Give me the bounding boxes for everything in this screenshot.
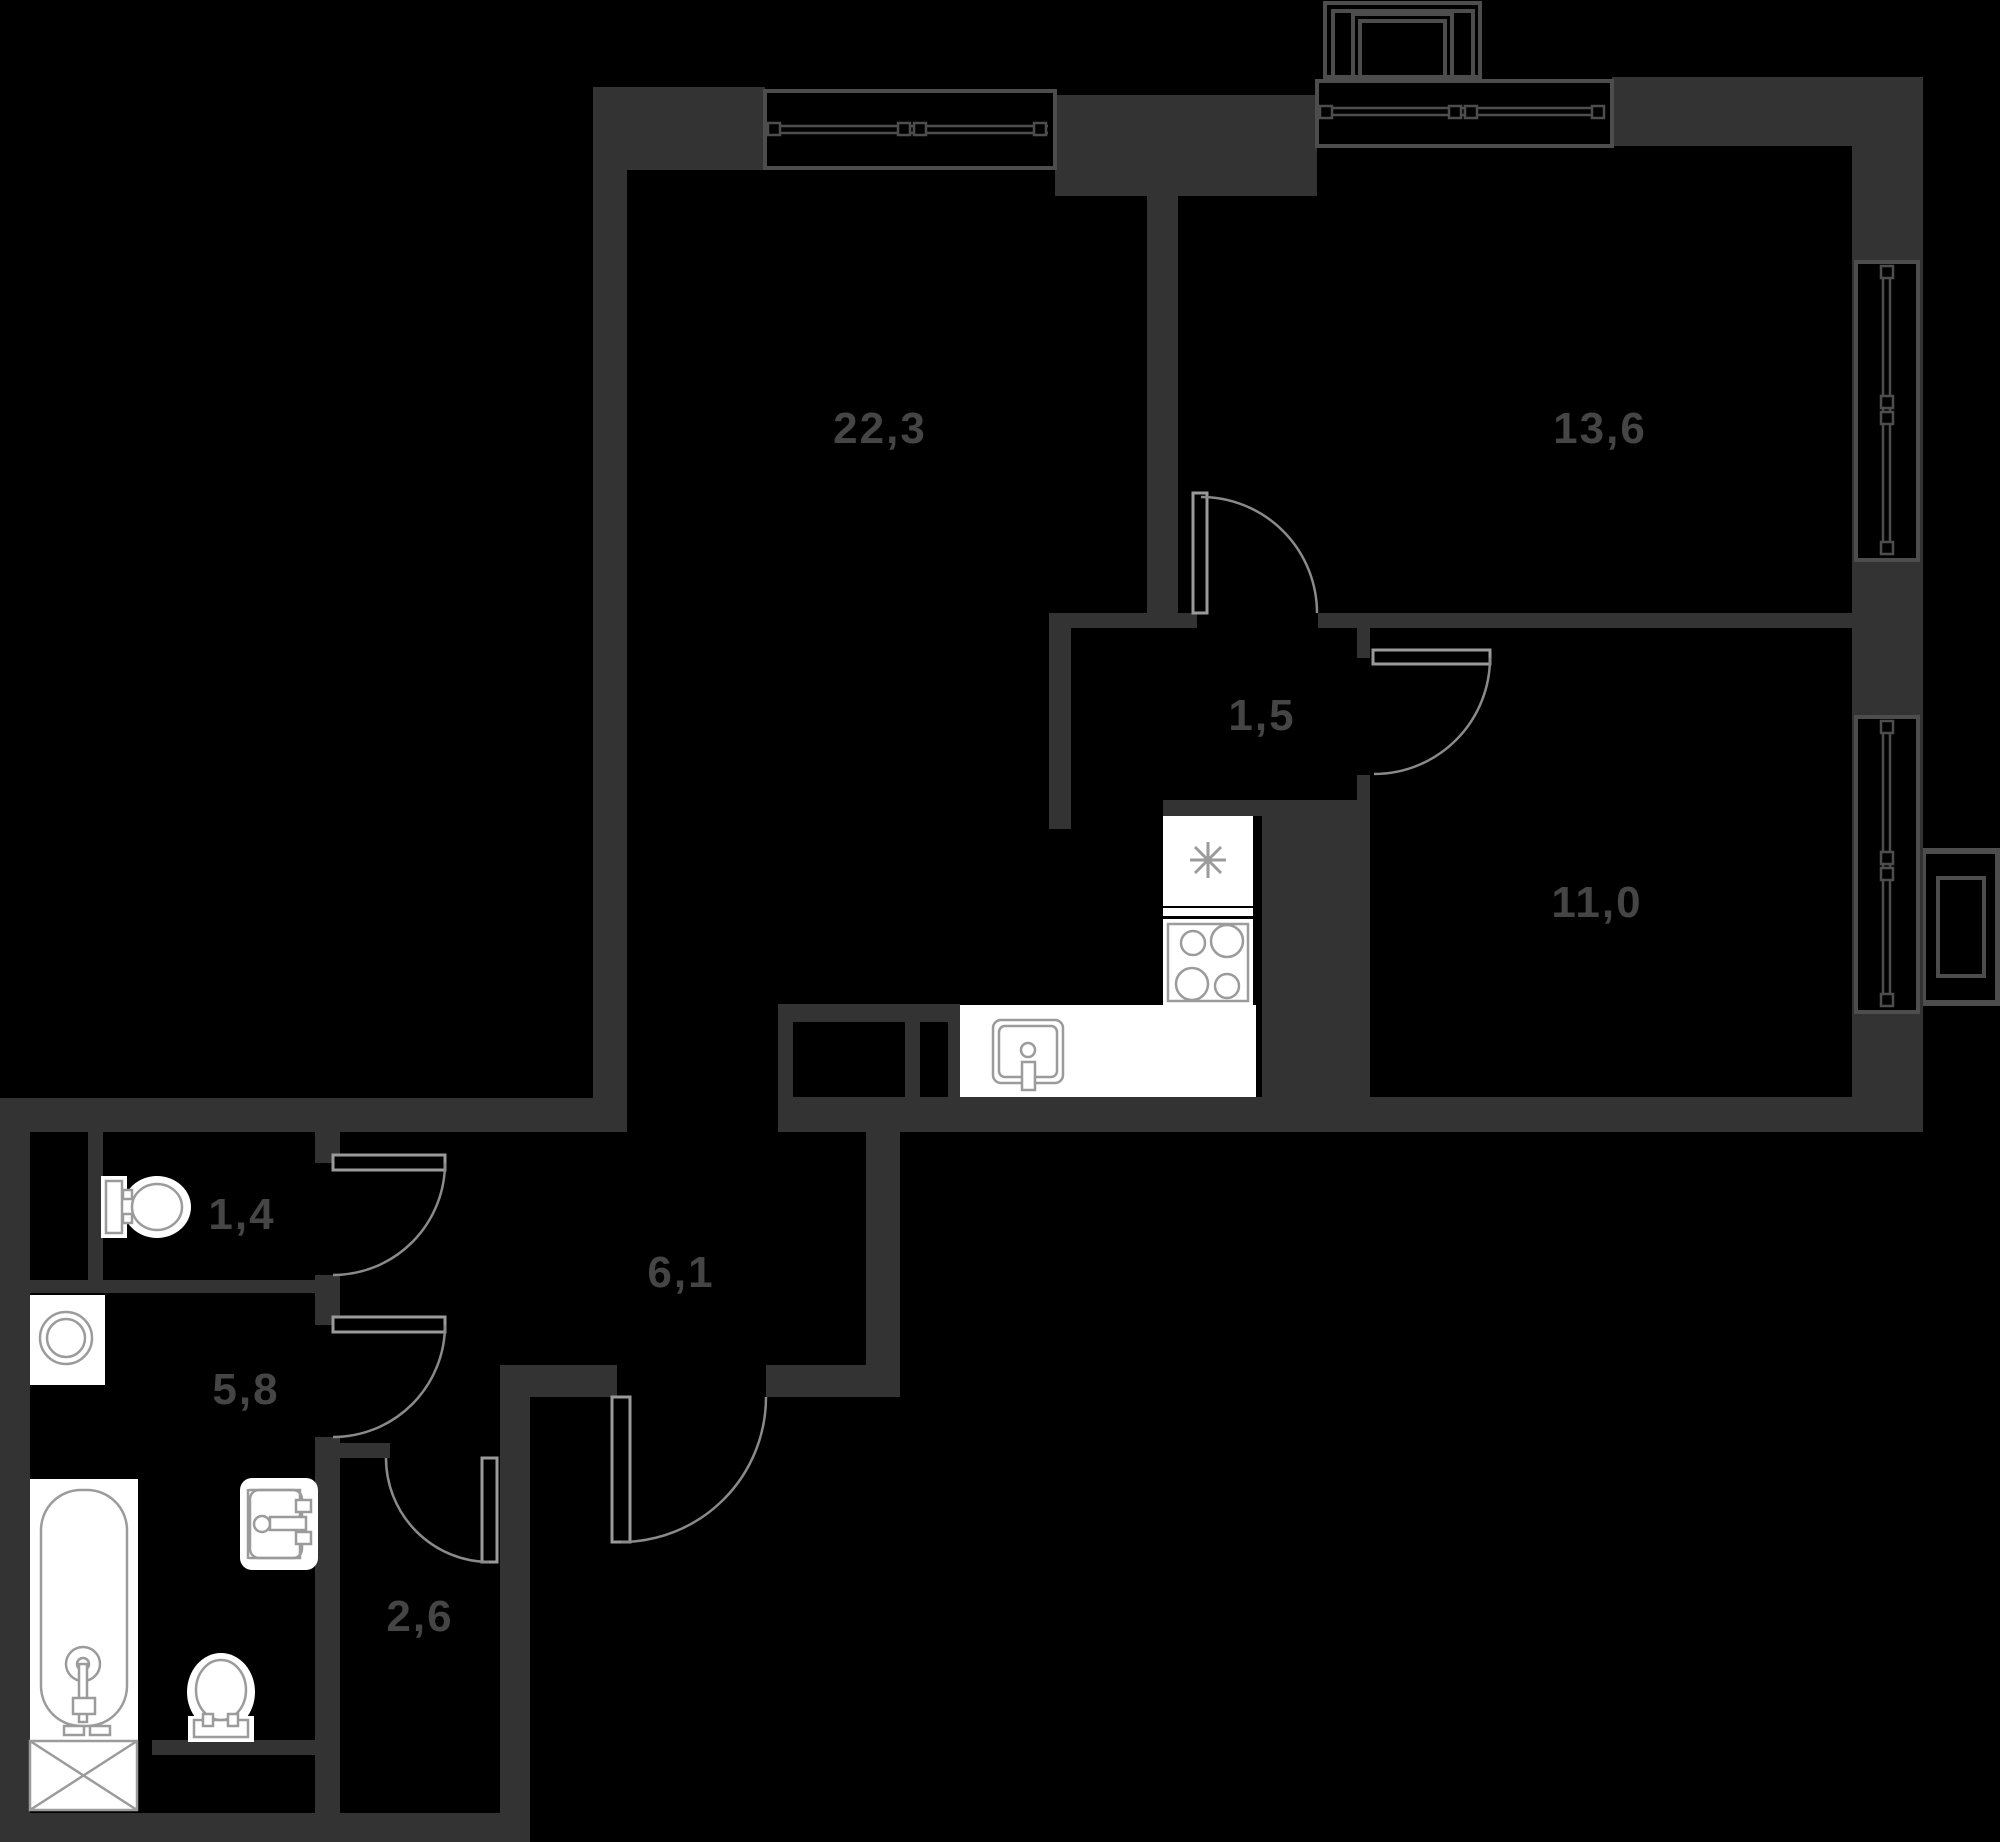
room-label-wc: 1,4 bbox=[208, 1190, 275, 1239]
room-label-hallway: 6,1 bbox=[647, 1248, 714, 1297]
wall-segment bbox=[1262, 816, 1370, 1097]
washing-machine-icon bbox=[30, 1295, 105, 1385]
wall-segment bbox=[1357, 628, 1370, 658]
wall-segment bbox=[766, 1365, 900, 1397]
washbasin-icon bbox=[240, 1478, 318, 1570]
toilet-icon bbox=[187, 1653, 255, 1742]
wall-segment bbox=[1147, 196, 1178, 628]
wall-segment bbox=[0, 1098, 30, 1842]
bathtub-icon bbox=[28, 1479, 139, 1812]
walls bbox=[0, 77, 1923, 1842]
entrance-door-swing-icon bbox=[610, 1395, 768, 1544]
room-label-living: 22,3 bbox=[833, 404, 927, 453]
wall-segment bbox=[30, 1280, 330, 1293]
windows bbox=[763, 79, 1920, 1014]
counter-strip bbox=[1163, 908, 1253, 916]
door-swing-icon bbox=[1191, 491, 1319, 615]
kitchen-fixtures bbox=[960, 816, 1256, 1097]
door-swing-icon bbox=[1371, 648, 1492, 776]
wall-segment bbox=[500, 1397, 530, 1820]
room-labels: 22,3 13,6 1,5 11,0 1,4 6,1 5,8 2,6 bbox=[208, 404, 1647, 1641]
duct-void bbox=[920, 1022, 948, 1097]
door-swing-icon bbox=[331, 1153, 447, 1277]
wall-segment bbox=[867, 1132, 900, 1163]
room-label-hall: 1,5 bbox=[1228, 691, 1295, 740]
fridge-asterisk-icon bbox=[1163, 816, 1253, 906]
wall-segment bbox=[866, 1132, 900, 1397]
room-label-wardrobe: 2,6 bbox=[386, 1592, 453, 1641]
doors bbox=[331, 491, 1492, 1564]
kitchen-sink-icon bbox=[960, 1005, 1256, 1097]
room-label-bathroom: 5,8 bbox=[212, 1365, 279, 1414]
wall-segment bbox=[500, 1365, 617, 1397]
wall-segment bbox=[778, 1097, 1923, 1132]
duct-void bbox=[793, 1022, 905, 1097]
room-label-bedroom2: 11,0 bbox=[1551, 878, 1642, 927]
balcony-door-icon bbox=[1323, 1, 1482, 79]
wall-segment bbox=[1318, 613, 1852, 628]
wall-segment bbox=[1055, 95, 1317, 196]
sanitary-fixtures bbox=[28, 1176, 318, 1812]
wall-segment bbox=[315, 1437, 340, 1813]
wall-segment bbox=[88, 1132, 103, 1280]
window-icon bbox=[1854, 260, 1920, 562]
wall-segment bbox=[0, 1098, 627, 1132]
wall-segment bbox=[1049, 613, 1197, 628]
wall-segment bbox=[1049, 628, 1071, 829]
stove-burners-icon bbox=[1163, 919, 1253, 1006]
wall-segment bbox=[0, 1813, 530, 1842]
wall-segment bbox=[593, 87, 627, 1102]
room-label-bedroom: 13,6 bbox=[1553, 404, 1647, 453]
window-icon bbox=[1315, 79, 1614, 148]
wall-segment bbox=[1163, 800, 1370, 816]
window-icon bbox=[1854, 715, 1920, 1014]
ac-basket-icon bbox=[1920, 848, 2000, 1006]
wall-segment bbox=[152, 1740, 315, 1755]
toilet-icon bbox=[101, 1176, 191, 1238]
wall-segment bbox=[330, 1443, 390, 1458]
door-swing-icon bbox=[384, 1456, 499, 1564]
door-swing-icon bbox=[331, 1315, 447, 1439]
window-icon bbox=[763, 89, 1057, 170]
